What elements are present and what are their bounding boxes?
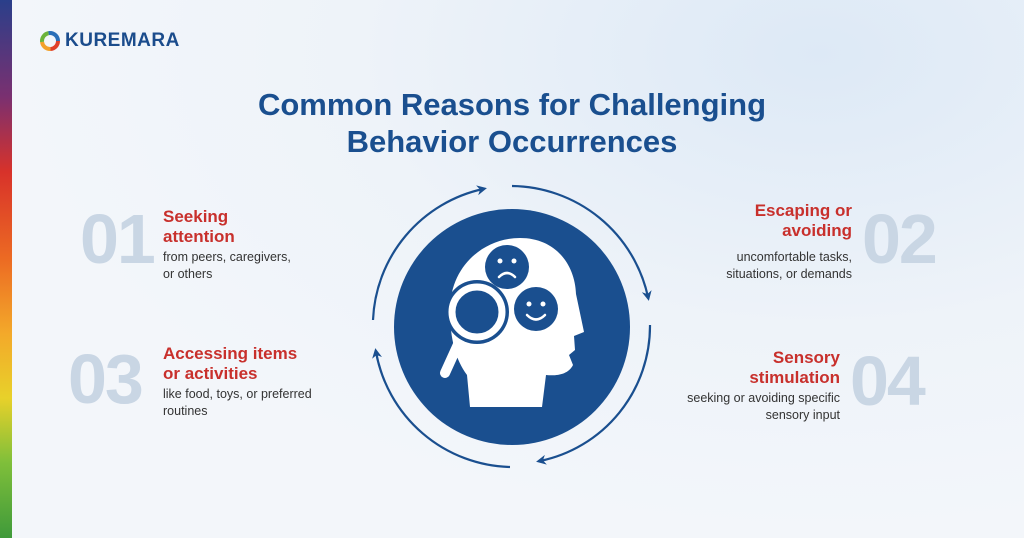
title-line-2: Behavior Occurrences — [346, 124, 678, 159]
arrow-bottom-left — [372, 348, 511, 469]
head-graphic — [371, 184, 652, 469]
title-line-1: Common Reasons for Challenging — [257, 87, 767, 122]
description: seeking or avoiding specific — [687, 391, 840, 405]
arrow-bottom-right — [536, 324, 652, 465]
description: situations, or demands — [726, 267, 852, 281]
number-02: 02 — [862, 200, 938, 278]
description: sensory input — [765, 408, 840, 422]
smile-face-icon — [514, 287, 558, 331]
heading: Escaping or — [754, 201, 852, 220]
number-01: 01 — [80, 200, 156, 278]
heading: Seeking — [163, 207, 229, 226]
description: uncomfortable tasks, — [736, 250, 852, 264]
head-icon — [450, 238, 584, 407]
heading: or activities — [163, 364, 258, 383]
description: or others — [163, 267, 213, 281]
heading: stimulation — [749, 368, 840, 387]
rainbow-strip — [0, 0, 12, 538]
description: from peers, caregivers, — [163, 250, 291, 264]
arrow-top-left — [371, 185, 487, 321]
description: routines — [163, 404, 208, 418]
logo: KUREMARA — [38, 29, 180, 53]
heading: attention — [163, 227, 235, 246]
cycle-arrows-icon — [371, 184, 652, 469]
number-03: 03 — [68, 340, 144, 418]
page-title: Common Reasons for Challenging Behavior … — [0, 86, 1024, 160]
description: like food, toys, or preferred — [163, 387, 312, 401]
heading: Sensory — [772, 348, 840, 367]
heading: avoiding — [782, 221, 852, 240]
magnifier-icon — [440, 280, 509, 378]
brand-name: KUREMARA — [65, 30, 180, 51]
logo-swirl-icon — [40, 31, 60, 51]
arrow-top-right — [511, 184, 652, 301]
number-04: 04 — [850, 342, 926, 420]
sad-face-icon — [485, 245, 529, 289]
heading: Accessing items — [163, 344, 298, 363]
